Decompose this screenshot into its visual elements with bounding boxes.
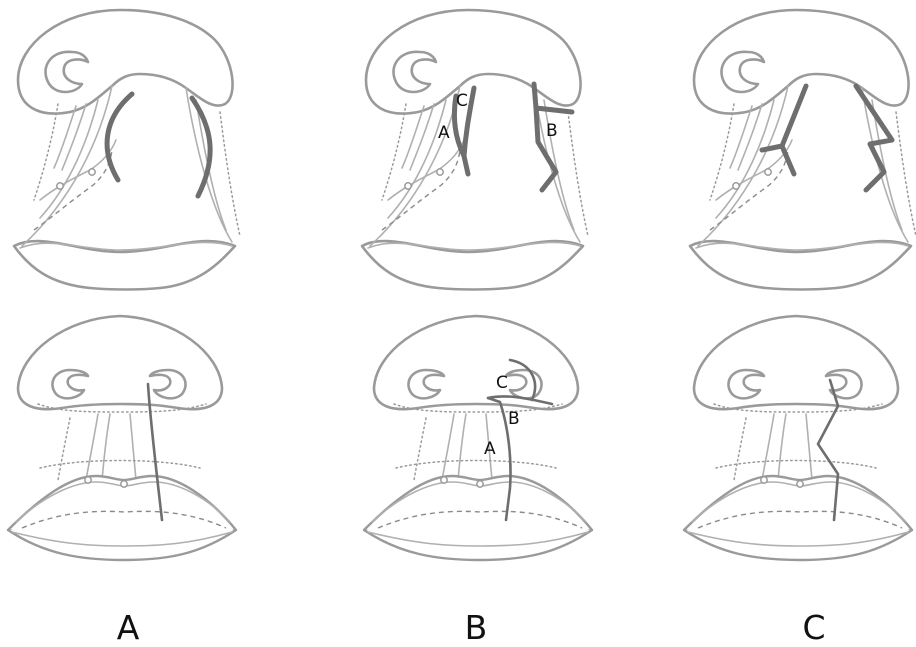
panel-b-bottom-mark-c: C: [496, 373, 508, 393]
panel-b-bottom-mark-a: A: [484, 439, 496, 459]
panel-c-label: C: [794, 608, 834, 647]
panel-a-label: A: [108, 608, 148, 647]
panel-a-left-incision: [107, 94, 132, 180]
panel-b-label: B: [456, 608, 496, 647]
panel-b-top-mark-b: B: [546, 121, 558, 141]
panel-b: C A B C B A: [362, 10, 592, 560]
panel-c: [684, 10, 916, 560]
panel-b-top-mark-c: C: [456, 91, 468, 111]
panel-a: [8, 10, 240, 560]
panel-a-bottom-drawing: [8, 316, 236, 560]
panel-b-top-mark-a: A: [438, 123, 450, 143]
panel-b-bottom-mark-b: B: [508, 409, 520, 429]
panel-b-top-drawing: C A B: [362, 10, 588, 290]
panel-c-bottom-drawing: [684, 316, 912, 560]
panel-c-top-drawing: [690, 10, 916, 290]
panel-b-bottom-drawing: C B A: [364, 316, 592, 560]
panel-a-top-drawing: [14, 10, 240, 290]
